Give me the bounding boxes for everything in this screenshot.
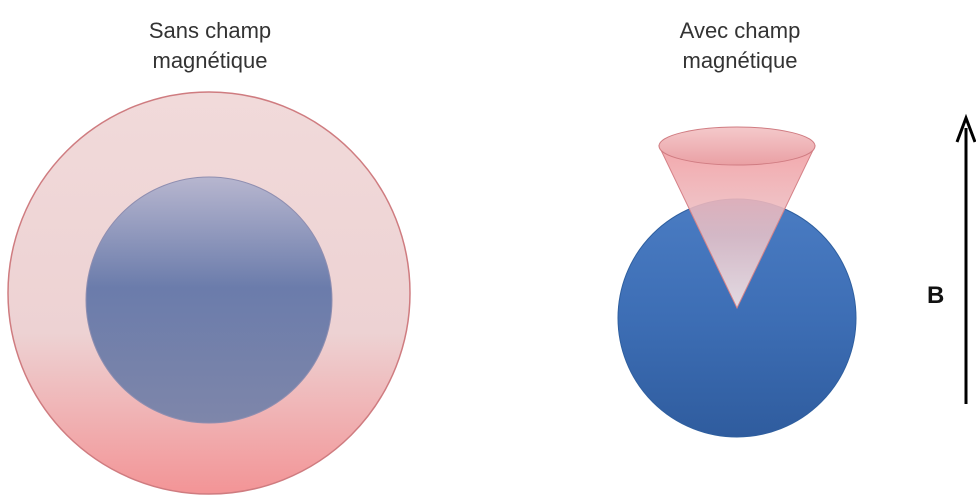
magnetized-atom bbox=[617, 126, 857, 438]
caption-with-field: Avec champ magnétique bbox=[650, 16, 830, 76]
caption-without-field-line1: Sans champ bbox=[148, 18, 272, 43]
inner-sphere bbox=[85, 176, 333, 424]
field-label-b: B bbox=[927, 282, 945, 309]
caption-with-field-line2: magnétique bbox=[682, 48, 798, 73]
caption-without-field-line2: magnétique bbox=[152, 48, 268, 73]
field-arrow bbox=[955, 113, 976, 404]
cone-top-ellipse bbox=[658, 126, 816, 166]
caption-without-field: Sans champ magnétique bbox=[120, 16, 300, 76]
field-arrow-head bbox=[955, 113, 976, 143]
caption-with-field-line1: Avec champ bbox=[679, 18, 801, 43]
unmagnetized-atom bbox=[7, 91, 411, 495]
